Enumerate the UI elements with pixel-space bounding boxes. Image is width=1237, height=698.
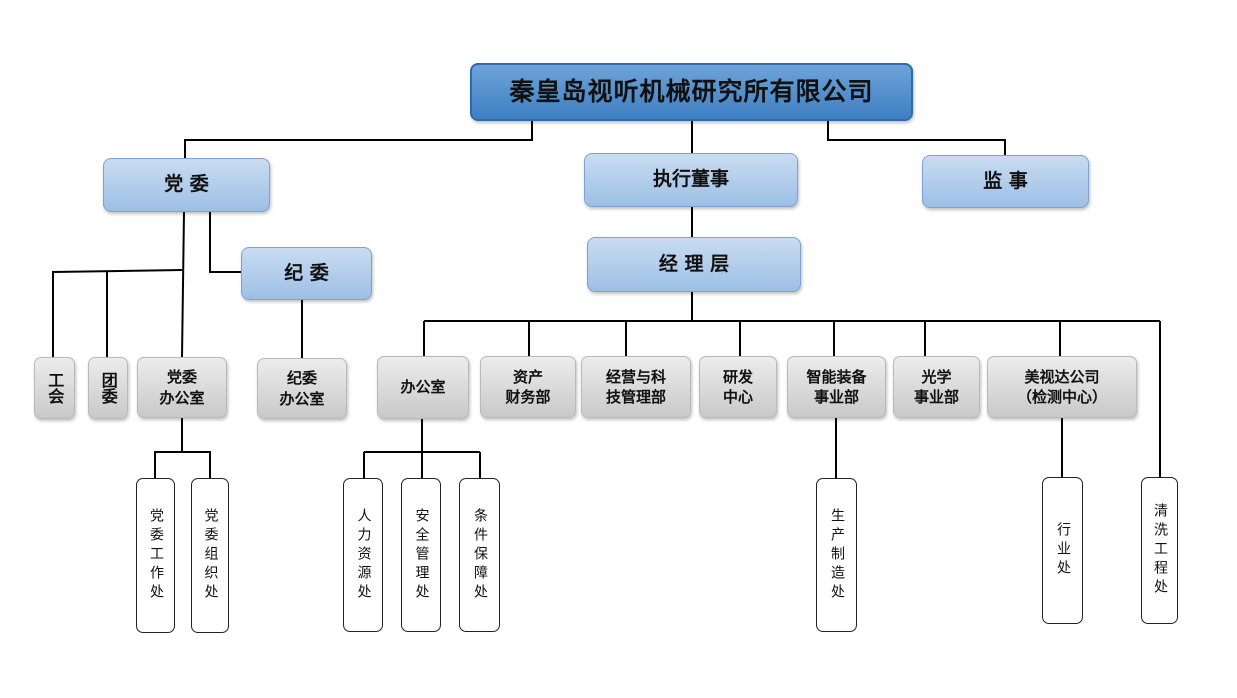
meishida-label: 美视达公司 （检测中心）	[1016, 367, 1107, 406]
youth-league-box: 团委	[88, 357, 128, 419]
line-union-bus	[52, 269, 183, 357]
supervisor-box: 监 事	[922, 155, 1089, 208]
party-work-section-label: 党委工作处	[147, 508, 164, 603]
executive-director-box: 执行董事	[584, 153, 798, 207]
party-organization-section-label: 党委组织处	[202, 508, 219, 603]
management-label: 经 理 层	[658, 252, 730, 275]
party-organization-section-box: 党委组织处	[191, 478, 229, 633]
smart-equipment-label: 智能装备 事业部	[806, 367, 867, 406]
production-section-label: 生产制造处	[828, 507, 845, 603]
line-party-down	[181, 211, 185, 358]
company-root-box: 秦皇岛视听机械研究所有限公司	[470, 63, 913, 121]
business-tech-label: 经营与科 技管理部	[605, 367, 666, 406]
youth-league-label: 团委	[98, 372, 118, 404]
industry-section-box: 行业处	[1042, 477, 1083, 624]
executive-director-label: 执行董事	[652, 168, 729, 191]
party-office-label: 党委 办公室	[159, 368, 205, 407]
hr-section-box: 人力资源处	[343, 478, 383, 632]
support-section-label: 条件保障处	[471, 507, 488, 603]
finance-label: 资产 财务部	[505, 367, 551, 406]
support-section-box: 条件保障处	[459, 478, 500, 632]
rd-center-box: 研发 中心	[699, 356, 777, 418]
line-party-discipline	[209, 212, 241, 273]
union-box: 工会	[34, 357, 75, 419]
company-root-label: 秦皇岛视听机械研究所有限公司	[509, 77, 874, 107]
management-box: 经 理 层	[587, 237, 801, 292]
discipline-office-box: 纪委 办公室	[257, 358, 347, 419]
safety-section-box: 安全管理处	[401, 478, 441, 632]
rd-center-label: 研发 中心	[722, 367, 753, 406]
smart-equipment-box: 智能装备 事业部	[787, 356, 886, 418]
line-root-party	[184, 121, 533, 158]
party-committee-label: 党 委	[164, 173, 209, 196]
office-label: 办公室	[400, 378, 446, 397]
meishida-box: 美视达公司 （检测中心）	[987, 356, 1137, 418]
line-party-office-sections	[154, 418, 183, 478]
cleaning-section-label: 清洗工程处	[1151, 503, 1168, 598]
safety-section-label: 安全管理处	[413, 507, 430, 603]
union-label: 工会	[45, 372, 65, 404]
optics-label: 光学 事业部	[913, 367, 959, 406]
business-tech-box: 经营与科 技管理部	[581, 356, 691, 418]
line-party-office-sections-2	[182, 451, 211, 478]
supervisor-label: 监 事	[983, 169, 1028, 192]
party-work-section-box: 党委工作处	[136, 478, 175, 633]
office-box: 办公室	[377, 356, 469, 419]
discipline-committee-label: 纪 委	[284, 261, 329, 284]
cleaning-section-box: 清洗工程处	[1141, 477, 1178, 624]
party-office-box: 党委 办公室	[137, 357, 227, 418]
hr-section-label: 人力资源处	[355, 507, 372, 603]
discipline-office-label: 纪委 办公室	[279, 369, 325, 408]
discipline-committee-box: 纪 委	[241, 247, 372, 300]
party-committee-box: 党 委	[103, 158, 270, 212]
line-root-supervisor	[827, 121, 1006, 155]
finance-box: 资产 财务部	[480, 356, 576, 418]
industry-section-label: 行业处	[1054, 522, 1071, 579]
optics-box: 光学 事业部	[893, 356, 980, 418]
production-section-box: 生产制造处	[816, 478, 857, 632]
